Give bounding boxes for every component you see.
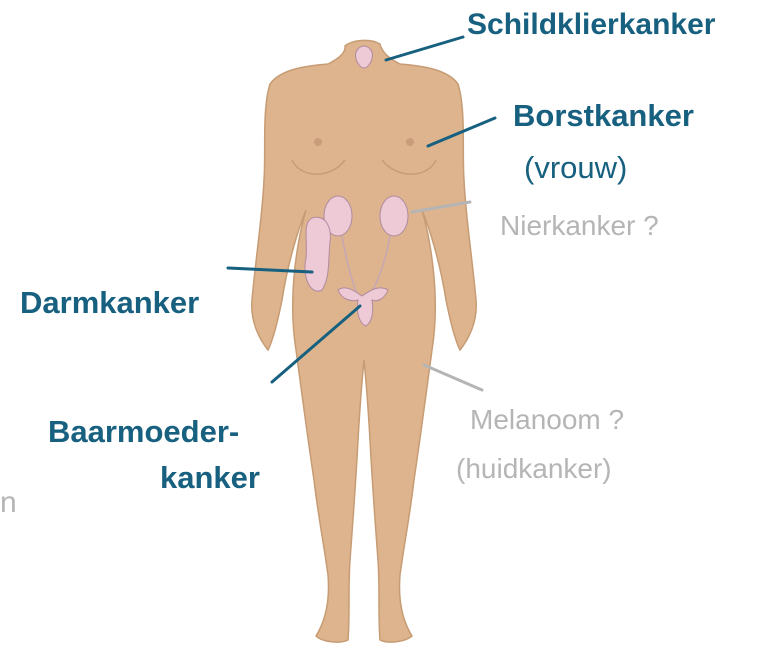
- nipple-left: [314, 138, 322, 146]
- label-uterine-cancer-line1: Baarmoeder-: [48, 416, 239, 447]
- nipple-right: [406, 138, 414, 146]
- label-kidney-cancer: Nierkanker ?: [500, 212, 659, 240]
- label-thyroid-cancer: Schildklierkanker: [467, 10, 715, 40]
- label-uterine-cancer-line2: kanker: [160, 462, 260, 493]
- label-breast-cancer: Borstkanker: [513, 100, 694, 131]
- body-silhouette: [252, 40, 477, 642]
- label-melanoma: Melanoom ?: [470, 406, 624, 434]
- kidney-right: [380, 196, 408, 236]
- label-melanoma-note: (huidkanker): [456, 455, 612, 483]
- melanoma-leader: [424, 365, 482, 390]
- edge-text-fragment: n: [0, 488, 17, 518]
- label-colon-cancer: Darmkanker: [20, 287, 199, 318]
- label-breast-note: (vrouw): [524, 152, 627, 183]
- female-body-figure: [252, 40, 477, 642]
- colon-organ: [305, 217, 330, 291]
- thyroid-leader: [386, 37, 463, 60]
